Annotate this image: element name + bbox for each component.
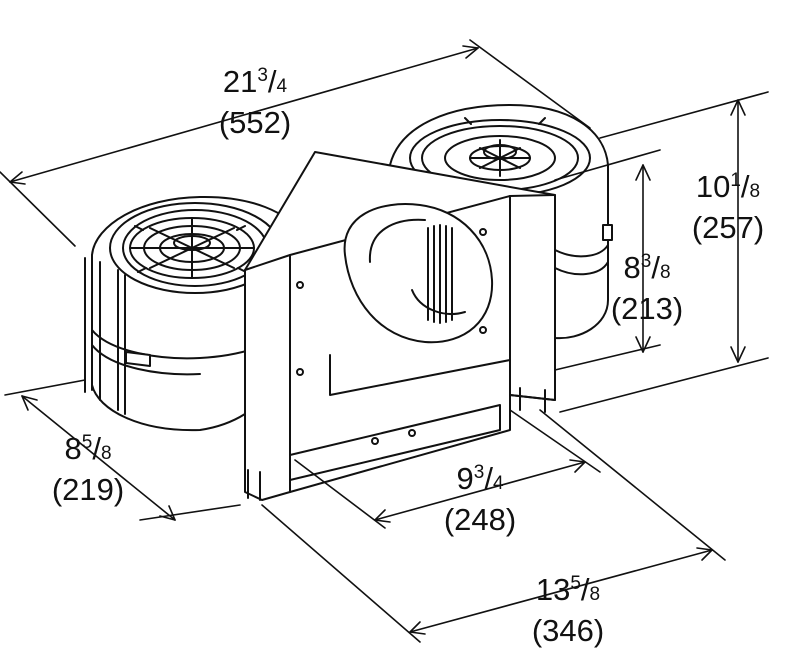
- depth-metric: (219): [51, 472, 125, 507]
- center-mounting-bracket: [244, 151, 556, 501]
- bracket-width-label: 93/4 (248): [430, 455, 530, 538]
- bracket-width-denominator: 4: [492, 473, 504, 494]
- dimension-lines: [0, 39, 769, 643]
- overall-width-numerator: 3: [257, 65, 268, 86]
- depth-label: 85/8 (219): [38, 425, 138, 508]
- bracket-depth-numerator: 5: [570, 573, 581, 594]
- depth-whole: 8: [64, 431, 82, 466]
- bracket-depth-label: 135/8 (346): [518, 566, 618, 649]
- bracket-width-whole: 9: [456, 461, 474, 496]
- inner-height-numerator: 3: [640, 251, 652, 272]
- inner-height-whole: 8: [623, 250, 641, 285]
- inner-height-metric: (213): [610, 291, 684, 326]
- depth-denominator: 8: [100, 443, 112, 464]
- inner-height-denominator: 8: [659, 262, 671, 283]
- bracket-width-numerator: 3: [473, 462, 485, 483]
- inner-height-label: 83/8 (213): [597, 244, 697, 327]
- overall-height-whole: 10: [695, 169, 731, 204]
- bracket-width-metric: (248): [443, 502, 517, 537]
- overall-height-label: 101/8 (257): [678, 163, 778, 246]
- left-blower-housing: [84, 195, 321, 432]
- overall-width-metric: (552): [218, 105, 292, 140]
- overall-height-denominator: 8: [749, 181, 761, 202]
- overall-width-whole: 21: [222, 64, 258, 99]
- depth-numerator: 5: [81, 432, 93, 453]
- bracket-depth-whole: 13: [535, 572, 571, 607]
- overall-height-numerator: 1: [730, 170, 741, 191]
- bracket-depth-metric: (346): [531, 613, 605, 648]
- overall-width-label: 213/4 (552): [205, 58, 305, 141]
- overall-height-metric: (257): [691, 210, 765, 245]
- overall-width-denominator: 4: [276, 76, 288, 97]
- bracket-depth-denominator: 8: [589, 584, 601, 605]
